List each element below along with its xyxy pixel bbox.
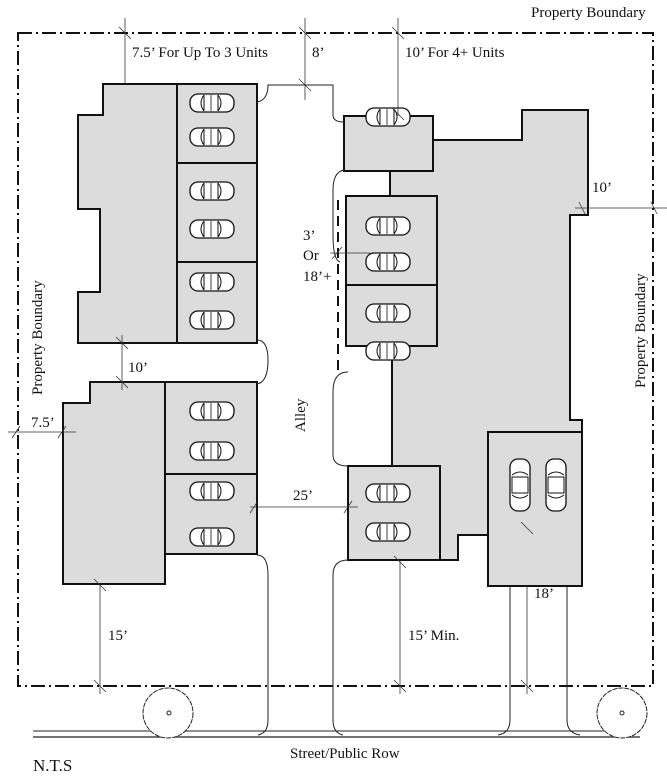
property-boundary [17, 32, 654, 687]
property-boundary-left-label: Property Boundary [30, 280, 46, 395]
garage-separation-label: 25’ [293, 488, 313, 504]
tree-icon [142, 687, 194, 739]
street-label: Street/Public Row [290, 746, 400, 762]
garage-right-middle [345, 195, 438, 347]
tree-icon [596, 687, 648, 739]
driveways [256, 84, 581, 736]
setback-rear-8-label: 8’ [312, 45, 325, 61]
side-setback-left-label: 7.5’ [31, 415, 55, 431]
front-setback-min-label: 15’ Min. [408, 628, 459, 644]
front-setback-label: 15’ [108, 628, 128, 644]
side-setback-right-label: 10’ [592, 180, 612, 196]
alley-label: Alley [293, 398, 309, 432]
garage-right-lower [347, 465, 441, 561]
alley-width-label-1: 3’ [303, 228, 316, 244]
garage-right-corner [487, 431, 583, 587]
alley-width-label-3: 18’+ [303, 269, 331, 285]
driveway-length-label: 18’ [534, 586, 554, 602]
alley-width-label-2: Or [303, 248, 319, 264]
setback-rear-large-label: 10’ For 4+ Units [405, 45, 505, 61]
property-boundary-right-label: Property Boundary [633, 273, 649, 388]
building-separation-label: 10’ [128, 360, 148, 376]
property-boundary-top-label: Property Boundary [531, 5, 646, 21]
scale-label: N.T.S [33, 756, 72, 775]
garage-upper-left [176, 83, 258, 344]
setback-rear-small-label: 7.5’ For Up To 3 Units [132, 45, 268, 61]
dimension-lines [8, 18, 667, 694]
